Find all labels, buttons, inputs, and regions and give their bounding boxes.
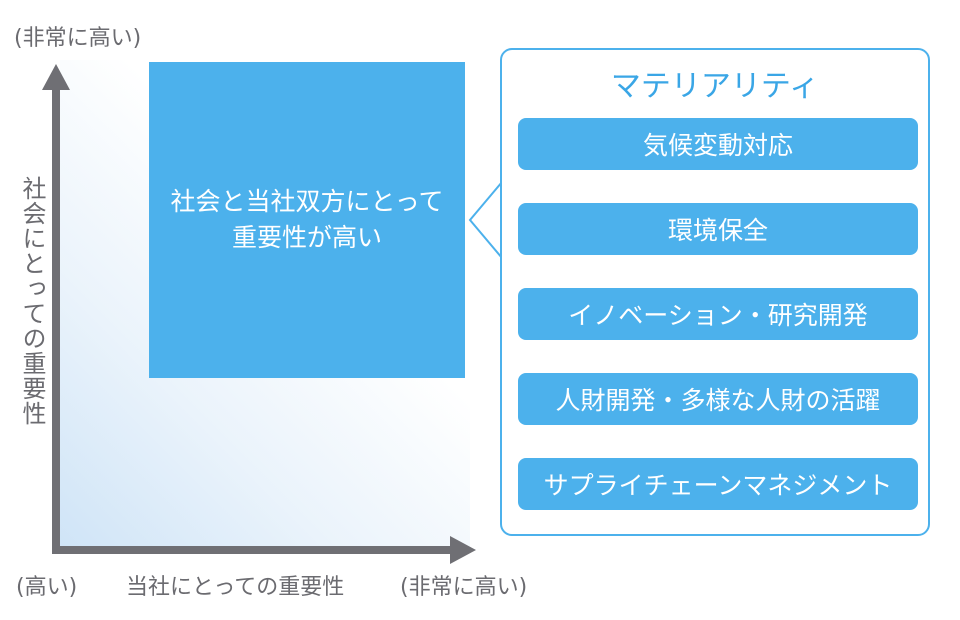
y-axis-title: 社会にとっての重要性 xyxy=(18,176,46,426)
materiality-item: イノベーション・研究開発 xyxy=(518,288,918,340)
y-axis-high-label: (非常に高い) xyxy=(14,26,142,51)
x-axis-high-label: (非常に高い) xyxy=(400,575,528,600)
materiality-title: マテリアリティ xyxy=(610,69,820,104)
quadrant-label-line: 社会と当社双方にとって xyxy=(170,186,444,216)
high-importance-quadrant: 社会と当社双方にとって重要性が高い xyxy=(149,62,465,378)
x-axis-arrow-icon xyxy=(450,536,476,564)
x-axis-line xyxy=(52,546,454,554)
y-axis-arrow-icon xyxy=(42,64,70,90)
callout-pointer-icon xyxy=(468,181,503,259)
y-axis-line xyxy=(52,86,60,548)
x-axis-title: 当社にとっての重要性 xyxy=(126,575,345,600)
quadrant-label: 社会と当社双方にとって重要性が高い xyxy=(160,184,453,257)
x-axis-low-label: (高い) xyxy=(16,575,78,600)
quadrant-label-line: 重要性が高い xyxy=(231,223,382,252)
materiality-item: 環境保全 xyxy=(518,203,918,255)
materiality-item: 気候変動対応 xyxy=(518,118,918,170)
materiality-item: サプライチェーンマネジメント xyxy=(518,458,918,510)
materiality-panel: マテリアリティ 気候変動対応 環境保全 イノベーション・研究開発 人財開発・多様… xyxy=(500,48,930,536)
materiality-item: 人財開発・多様な人財の活躍 xyxy=(518,373,918,425)
